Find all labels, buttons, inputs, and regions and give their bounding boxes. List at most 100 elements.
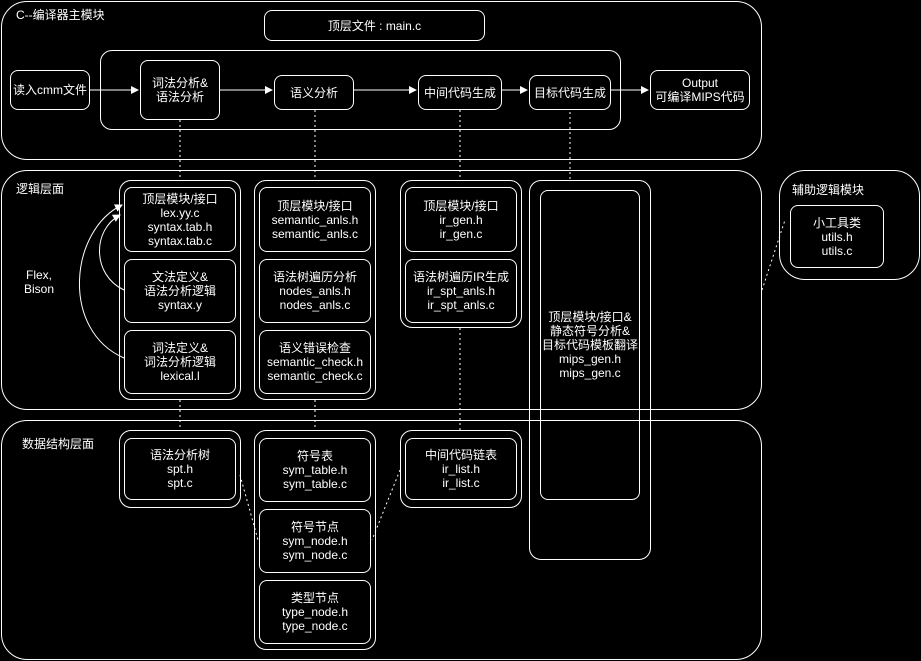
ir-list-line1: 中间代码链表 bbox=[424, 448, 497, 462]
sym-node-node: 符号节点 sym_node.h sym_node.c bbox=[259, 509, 371, 573]
logic-layer-title: 逻辑层面 bbox=[16, 182, 65, 196]
flex-bison-label-2: Bison bbox=[24, 282, 55, 296]
ir-spt-node: 语法树遍历IR生成 ir_spt_anls.h ir_spt_anls.c bbox=[405, 259, 517, 323]
lexsyn-top-node: 顶层模块/接口 lex.yy.c syntax.tab.h syntax.tab… bbox=[124, 187, 236, 252]
mips-group bbox=[529, 180, 651, 560]
ir-top-line1: 顶层模块/接口 bbox=[423, 198, 499, 213]
semantic-group bbox=[254, 180, 376, 400]
flex-bison-label-1: Flex, bbox=[26, 268, 53, 282]
lexsyn-top-line2: lex.yy.c bbox=[160, 205, 200, 220]
mips-line4: mips_gen.h bbox=[558, 352, 622, 366]
dotted-link-aux bbox=[761, 219, 786, 291]
stage-lexsyn-line1: 词法分析& bbox=[151, 76, 208, 90]
data-layer-title: 数据结构层面 bbox=[22, 437, 95, 451]
semantic-top-line3: semantic_anls.c bbox=[271, 226, 359, 241]
stage-semantic-label: 语义分析 bbox=[289, 85, 338, 100]
lexsyn-top-line3: syntax.tab.h bbox=[147, 219, 213, 234]
type-node-line2: type_node.h bbox=[281, 605, 349, 619]
sym-node-line2: sym_node.h bbox=[282, 534, 348, 548]
stage-target-label: 目标代码生成 bbox=[533, 85, 606, 100]
spt-line1: 语法分析树 bbox=[149, 448, 210, 462]
logic-layer-container bbox=[1, 170, 762, 410]
lexsyn-group bbox=[119, 180, 241, 400]
spt-group bbox=[119, 430, 241, 508]
lexical-line1: 词法定义& bbox=[151, 341, 208, 355]
ir-list-node: 中间代码链表 ir_list.h ir_list.c bbox=[405, 438, 517, 500]
nodes-anls-line1: 语法树遍历分析 bbox=[272, 270, 357, 284]
ir-spt-line1: 语法树遍历IR生成 bbox=[412, 270, 509, 284]
stage-lexsyn-line2: 语法分析 bbox=[155, 90, 204, 104]
ir-top-line2: ir_gen.h bbox=[439, 212, 483, 227]
nodes-anls-line2: nodes_anls.h bbox=[279, 284, 351, 298]
ir-list-line2: ir_list.h bbox=[441, 462, 480, 476]
symbols-group bbox=[254, 430, 376, 650]
type-node-line1: 类型节点 bbox=[290, 591, 339, 605]
ir-top-node: 顶层模块/接口 ir_gen.h ir_gen.c bbox=[405, 187, 517, 252]
sym-table-node: 符号表 sym_table.h sym_table.c bbox=[259, 438, 371, 502]
output-line1: Output bbox=[681, 76, 719, 90]
top-file-node: 顶层文件 : main.c bbox=[264, 10, 485, 41]
mips-line2: 静态符号分析& bbox=[549, 324, 630, 338]
semantic-top-line1: 顶层模块/接口 bbox=[277, 198, 353, 213]
utils-line3: utils.c bbox=[821, 243, 853, 258]
ir-list-line3: ir_list.c bbox=[442, 476, 480, 490]
stage-lexsyn-node: 词法分析& 语法分析 bbox=[140, 60, 220, 120]
syntax-line3: syntax.y bbox=[157, 298, 202, 312]
nodes-anls-node: 语法树遍历分析 nodes_anls.h nodes_anls.c bbox=[259, 259, 371, 323]
semantic-check-line3: semantic_check.c bbox=[267, 369, 363, 383]
ir-spt-line2: ir_spt_anls.h bbox=[426, 284, 496, 298]
lexical-line3: lexical.l bbox=[160, 369, 200, 383]
aux-module-title: 辅助逻辑模块 bbox=[792, 183, 865, 197]
semantic-top-node: 顶层模块/接口 semantic_anls.h semantic_anls.c bbox=[259, 187, 371, 252]
utils-node: 小工具类 utils.h utils.c bbox=[790, 205, 884, 268]
stage-semantic-node: 语义分析 bbox=[274, 75, 354, 110]
curve-arrow-lexical bbox=[79, 204, 125, 359]
syntax-line1: 文法定义& bbox=[151, 270, 208, 284]
main-module-container bbox=[1, 1, 762, 160]
semantic-check-node: 语义错误检查 semantic_check.h semantic_check.c bbox=[259, 330, 371, 394]
mips-line1: 顶层模块/接口& bbox=[548, 310, 632, 324]
semantic-check-line1: 语义错误检查 bbox=[278, 341, 351, 355]
utils-line2: utils.h bbox=[821, 229, 853, 244]
spt-line3: spt.c bbox=[167, 476, 193, 490]
syntax-node: 文法定义& 语法分析逻辑 syntax.y bbox=[124, 259, 236, 323]
stage-ir-label: 中间代码生成 bbox=[423, 85, 496, 100]
semantic-check-line2: semantic_check.h bbox=[266, 355, 364, 369]
ir-top-line3: ir_gen.c bbox=[439, 226, 483, 241]
pipeline-container bbox=[100, 50, 621, 130]
semantic-top-line2: semantic_anls.h bbox=[271, 212, 359, 227]
ir-spt-line3: ir_spt_anls.c bbox=[427, 298, 495, 312]
sym-table-line3: sym_table.c bbox=[282, 477, 348, 491]
nodes-anls-line3: nodes_anls.c bbox=[279, 298, 351, 312]
curve-arrow-syntax bbox=[99, 214, 125, 291]
read-input-label: 读入cmm文件 bbox=[13, 83, 87, 97]
sym-node-line1: 符号节点 bbox=[290, 520, 339, 534]
lexsyn-top-line4: syntax.tab.c bbox=[147, 233, 213, 248]
read-input-node: 读入cmm文件 bbox=[10, 70, 90, 110]
type-node-node: 类型节点 type_node.h type_node.c bbox=[259, 580, 371, 644]
lexsyn-top-line1: 顶层模块/接口 bbox=[142, 191, 218, 206]
sym-table-line2: sym_table.h bbox=[282, 463, 348, 477]
lexical-node: 词法定义& 词法分析逻辑 lexical.l bbox=[124, 330, 236, 394]
mips-line3: 目标代码模板翻译 bbox=[541, 338, 638, 352]
ir-group bbox=[400, 180, 522, 328]
syntax-line2: 语法分析逻辑 bbox=[143, 284, 216, 298]
utils-line1: 小工具类 bbox=[812, 215, 861, 230]
output-node: Output 可编译MIPS代码 bbox=[650, 70, 750, 110]
output-line2: 可编译MIPS代码 bbox=[655, 90, 745, 104]
data-layer-container bbox=[1, 420, 762, 660]
sym-table-line1: 符号表 bbox=[296, 449, 333, 463]
spt-line2: spt.h bbox=[166, 462, 193, 476]
main-module-title: C--编译器主模块 bbox=[16, 8, 105, 22]
dotted-link-spt-symbols bbox=[239, 474, 259, 541]
top-file-label: 顶层文件 : main.c bbox=[327, 18, 422, 33]
lexical-line2: 词法分析逻辑 bbox=[143, 355, 216, 369]
ir-list-group bbox=[400, 430, 522, 508]
mips-node: 顶层模块/接口& 静态符号分析& 目标代码模板翻译 mips_gen.h mip… bbox=[540, 190, 640, 500]
aux-module-container bbox=[779, 170, 920, 280]
sym-node-line3: sym_node.c bbox=[282, 548, 348, 562]
type-node-line3: type_node.c bbox=[282, 619, 348, 633]
mips-line5: mips_gen.c bbox=[559, 366, 621, 380]
spt-node: 语法分析树 spt.h spt.c bbox=[124, 438, 236, 500]
